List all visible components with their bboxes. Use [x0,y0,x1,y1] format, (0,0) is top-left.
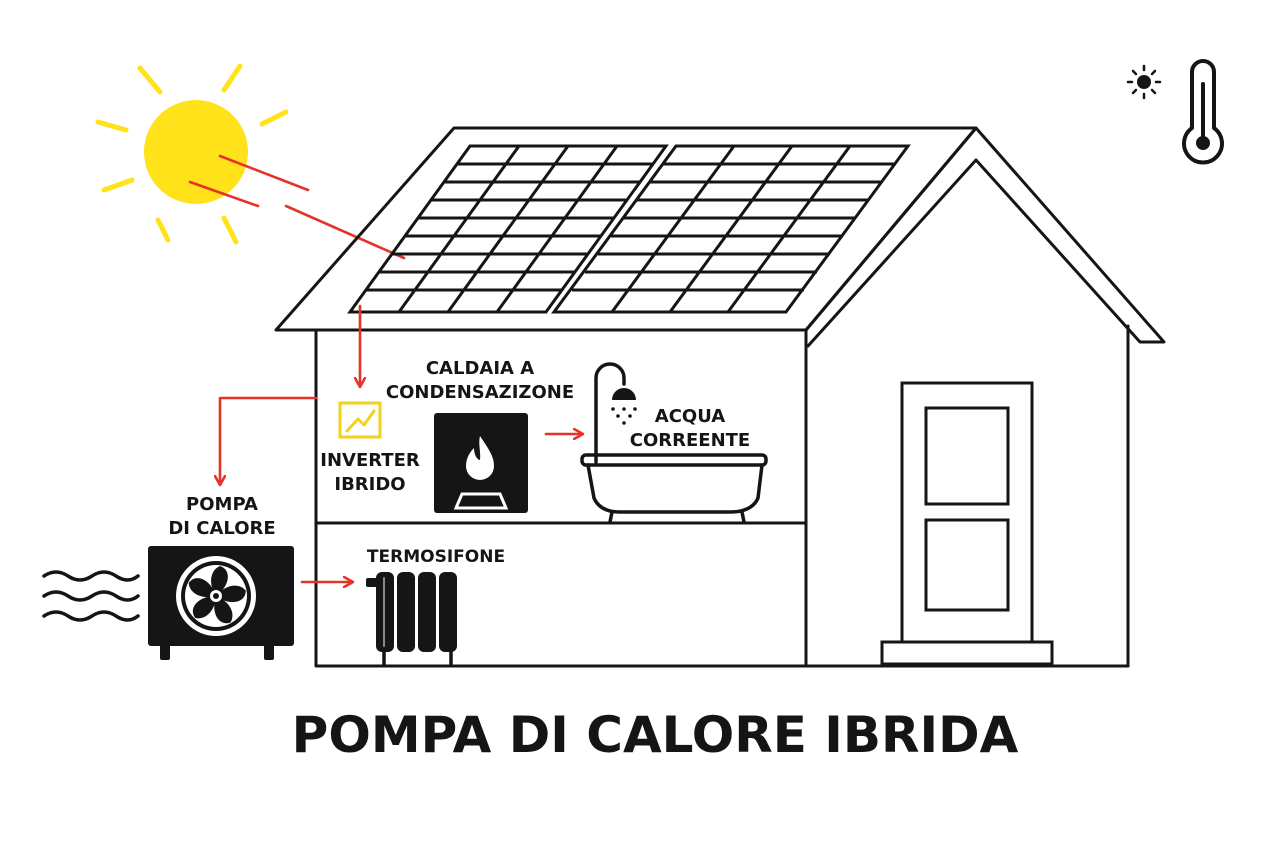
solar-panel-left [347,144,669,314]
flow-arrows [220,304,582,582]
boiler-label-line2: CONDENSAZIZONE [386,382,574,403]
page-title: POMPA DI CALORE IBRIDA [292,706,1019,764]
heat-pump [148,546,294,660]
inverter-icon [338,401,382,439]
heat-pump-label-line1: POMPA [186,494,258,515]
house [274,126,1166,668]
fan-icon [176,556,256,636]
condensing-boiler [434,413,528,513]
small-sun-icon [1126,64,1162,100]
door[interactable] [880,381,1054,666]
thermometer-icon [1182,59,1224,165]
bathtub-icon [580,453,768,524]
air-waves-icon [42,570,140,622]
solar-panel-right [551,144,911,314]
inverter-label-line1: INVERTER [320,450,420,471]
flame-icon [466,436,494,480]
radiator-icon [366,572,457,666]
arrow-inverter-to-heat-pump [220,396,318,484]
solar-rays [188,154,406,260]
water-label-line2: CORREENTE [630,430,750,451]
radiator-label: TERMOSIFONE [367,547,505,567]
water-label-line1: ACQUA [655,406,726,427]
boiler-label-line1: CALDAIA A [426,358,534,379]
sun-icon [95,63,289,245]
inverter-label-line2: IBRIDO [334,474,405,495]
shower-icon [594,362,637,464]
heat-pump-label-line2: DI CALORE [168,518,275,539]
